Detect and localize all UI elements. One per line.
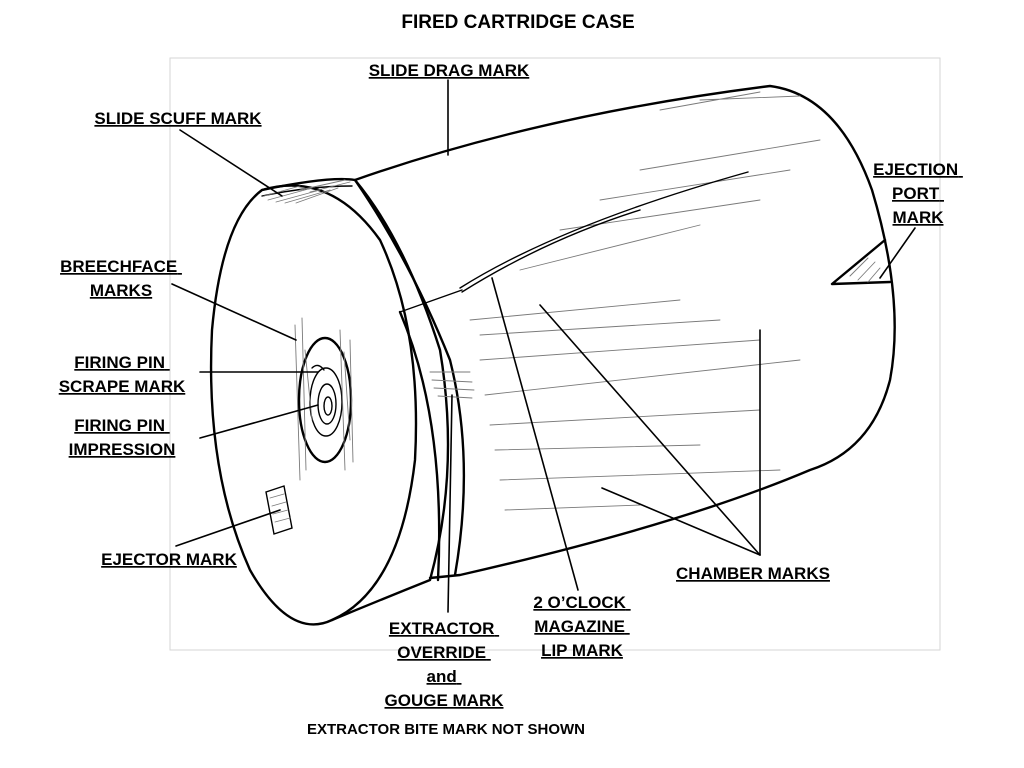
slide-scuff-hatch bbox=[263, 179, 351, 204]
label-firing-pin-impression: FIRING PIN IMPRESSION bbox=[69, 416, 176, 459]
footnote: EXTRACTOR BITE MARK NOT SHOWN bbox=[307, 721, 585, 738]
breechface-hatch bbox=[294, 317, 354, 481]
label-slide-scuff-mark: SLIDE SCUFF MARK bbox=[94, 109, 262, 128]
leader-breechface bbox=[171, 283, 297, 341]
leader-slide-scuff bbox=[179, 129, 283, 197]
leader-chamber-3 bbox=[601, 487, 761, 556]
label-breechface-marks: BREECHFACE MARKS bbox=[60, 257, 182, 300]
ejector-mark-shape bbox=[265, 485, 293, 535]
leader-extractor bbox=[447, 394, 453, 613]
magazine-lip-scratch bbox=[459, 171, 749, 289]
label-ejector-mark: EJECTOR MARK bbox=[101, 550, 237, 569]
primer bbox=[297, 336, 353, 464]
label-firing-pin-scrape-mark: FIRING PIN SCRAPE MARK bbox=[59, 353, 186, 396]
label-slide-drag-mark: SLIDE DRAG MARK bbox=[369, 61, 530, 80]
diagram-frame bbox=[169, 57, 941, 651]
leader-ejection-port bbox=[879, 227, 916, 279]
label-ejection-port-mark: EJECTION PORT MARK bbox=[873, 160, 963, 227]
ejection-port-notch bbox=[830, 238, 892, 286]
diagram-title: FIRED CARTRIDGE CASE bbox=[401, 12, 634, 33]
leader-lines bbox=[171, 79, 916, 613]
label-extractor-override: EXTRACTOR OVERRIDE and GOUGE MARK bbox=[385, 619, 505, 710]
label-chamber-marks: CHAMBER MARKS bbox=[676, 564, 830, 583]
chamber-marks-lines bbox=[469, 91, 821, 511]
callout-labels: SLIDE DRAG MARK SLIDE SCUFF MARK EJECTIO… bbox=[59, 61, 963, 738]
leader-magazine-lip bbox=[491, 277, 579, 591]
leader-ejector bbox=[175, 509, 281, 547]
rim-edge bbox=[260, 177, 450, 622]
leader-firing-pin-impression bbox=[199, 404, 319, 439]
leader-chamber-1 bbox=[539, 304, 761, 556]
case-body bbox=[353, 84, 896, 580]
case-head bbox=[209, 184, 418, 626]
cartridge-drawing bbox=[209, 84, 896, 626]
label-magazine-lip-mark: 2 O’CLOCK MAGAZINE LIP MARK bbox=[533, 593, 630, 660]
extractor-groove bbox=[353, 178, 466, 577]
